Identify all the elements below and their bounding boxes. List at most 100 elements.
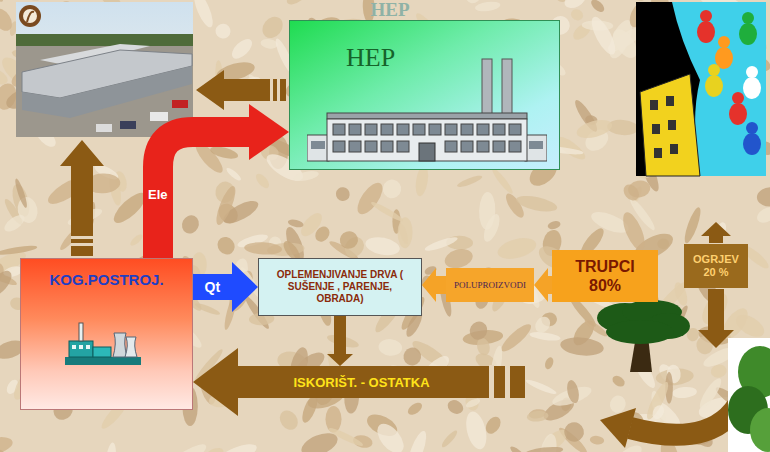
wood-chip xyxy=(0,5,16,34)
factory-building xyxy=(327,119,527,161)
regrowth-arrow-part xyxy=(600,408,636,448)
people-illustration-part xyxy=(654,148,662,158)
return-arrow-to-photo xyxy=(196,70,286,110)
factory-window xyxy=(477,141,489,152)
wood-chip xyxy=(463,409,490,451)
people-illustration-part xyxy=(743,77,761,99)
factory-photo-part xyxy=(19,5,41,27)
wood-chip xyxy=(440,429,459,449)
heat-arrow xyxy=(193,262,258,312)
return-arrow-to-photo-part xyxy=(277,79,280,101)
factory-wing xyxy=(525,135,547,161)
wood-chip xyxy=(0,434,14,452)
wood-chip xyxy=(465,397,482,409)
wood-chip xyxy=(562,420,586,444)
factory-window xyxy=(397,141,409,152)
factory-window xyxy=(493,141,505,152)
wood-chip xyxy=(498,321,534,355)
plant-window xyxy=(86,345,90,349)
firewood-arrows-part xyxy=(701,222,731,243)
people-illustration-part xyxy=(700,10,712,22)
wood-chip xyxy=(400,344,424,369)
forest-photo xyxy=(728,338,770,452)
wood-chip xyxy=(587,14,620,58)
wood-chip xyxy=(381,178,402,200)
return-arrow-to-photo-part xyxy=(196,70,286,110)
wood-chip xyxy=(406,400,424,417)
wood-chip xyxy=(526,410,549,422)
wood-chip xyxy=(284,0,311,8)
plant-building xyxy=(69,341,93,357)
cooling-tower xyxy=(125,337,137,357)
wood-chip xyxy=(671,386,697,399)
people-illustration-part xyxy=(729,103,747,125)
wood-chip xyxy=(333,184,352,203)
wood-chip xyxy=(756,186,770,207)
plant-building xyxy=(93,347,111,357)
wood-chip xyxy=(696,376,724,412)
wood-chip xyxy=(0,267,16,300)
factory-window xyxy=(349,124,361,135)
electricity-arrow xyxy=(158,104,289,258)
node-label: HEP xyxy=(346,43,553,73)
plant-window xyxy=(72,345,76,349)
wood-chip xyxy=(397,223,410,245)
factory-chimney xyxy=(502,59,512,117)
wood-chip xyxy=(650,403,666,421)
wood-chip xyxy=(0,414,1,436)
up-arrow-to-photo-part xyxy=(60,140,104,256)
wood-chip xyxy=(361,450,379,452)
supply-arrow-shape xyxy=(534,268,552,302)
wood-chip xyxy=(643,380,671,422)
people-illustration-part xyxy=(708,64,720,76)
wood-chip xyxy=(225,166,243,182)
people-illustration-part xyxy=(640,74,700,176)
wood-chip xyxy=(372,419,409,452)
wood-chip xyxy=(293,169,320,183)
wood-chip xyxy=(15,195,40,225)
forest-photo-part xyxy=(750,408,770,452)
regrowth-arrow xyxy=(600,392,745,448)
wood-chip xyxy=(589,0,606,14)
wood-chip xyxy=(370,200,405,224)
wood-chip xyxy=(543,356,555,370)
wood-chip xyxy=(13,178,29,209)
factory-window xyxy=(509,141,521,152)
cogeneration-plant-box: KOG.POSTROJ. xyxy=(20,258,193,410)
wood-chip xyxy=(565,379,581,404)
factory-photo-part xyxy=(23,9,37,23)
wood-chip xyxy=(515,193,559,215)
product-box: POLUPROIZVODI xyxy=(446,268,534,302)
arrow-label: Qt xyxy=(205,279,221,295)
factory-window xyxy=(397,124,409,135)
wood-chip xyxy=(481,212,503,244)
factory-window xyxy=(333,141,345,152)
people-illustration-part xyxy=(697,21,715,43)
factory-window xyxy=(381,141,393,152)
wood-chip xyxy=(608,394,627,415)
wood-chip xyxy=(754,204,770,226)
wood-chip xyxy=(353,179,387,218)
wood-chip xyxy=(610,374,626,389)
wood-chip xyxy=(229,36,256,63)
supply-arrow xyxy=(534,268,552,302)
factory-photo-part xyxy=(150,112,168,121)
factory-chimney xyxy=(482,59,492,117)
wood-chip xyxy=(490,166,515,196)
factory-photo-part xyxy=(22,66,192,118)
people-illustration-part xyxy=(718,36,730,48)
factory-window xyxy=(333,124,345,135)
wood-chip xyxy=(474,0,500,12)
arrow-label: Ele xyxy=(148,187,168,202)
wood-chip xyxy=(467,318,491,342)
electricity-arrow-head xyxy=(249,104,289,160)
up-arrow-to-photo-part xyxy=(71,236,93,239)
people-illustration-part xyxy=(636,2,766,176)
residue-arrow-gap xyxy=(505,365,510,399)
wood-chip xyxy=(495,234,538,262)
factory-window xyxy=(311,141,325,149)
people-illustration-part xyxy=(652,124,660,134)
factory-door xyxy=(419,143,435,161)
wood-chip xyxy=(254,171,272,190)
people-illustration-part xyxy=(705,75,723,97)
